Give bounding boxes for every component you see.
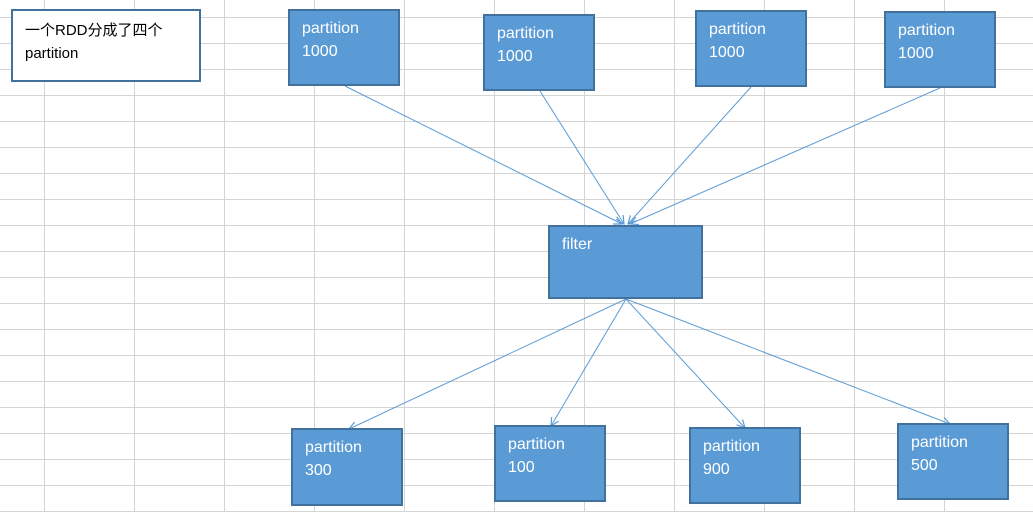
output-partition-4: partition 500: [897, 423, 1009, 500]
partition-count: 900: [703, 461, 730, 478]
partition-label: partition: [508, 436, 565, 453]
note-line-1: 一个RDD分成了四个: [25, 22, 163, 39]
output-partition-1: partition 300: [291, 428, 403, 506]
partition-label: partition: [302, 20, 359, 37]
arrow-input-3-to-filter: [628, 86, 752, 224]
partition-label: partition: [709, 21, 766, 38]
partition-count: 1000: [709, 44, 745, 61]
arrow-input-2-to-filter: [539, 90, 624, 224]
partition-label: partition: [898, 22, 955, 39]
filter-box: filter: [548, 225, 703, 299]
partition-label: partition: [703, 438, 760, 455]
input-partition-4: partition 1000: [884, 11, 996, 88]
arrow-input-1-to-filter: [344, 85, 622, 224]
arrow-filter-to-output-1: [349, 298, 627, 429]
partition-count: 300: [305, 462, 332, 479]
partition-count: 100: [508, 459, 535, 476]
note-text-box: 一个RDD分成了四个 partition: [11, 9, 201, 82]
note-line-2: partition: [25, 45, 79, 62]
arrow-filter-to-output-4: [625, 298, 950, 424]
input-partition-2: partition 1000: [483, 14, 595, 91]
input-partition-1: partition 1000: [288, 9, 400, 86]
output-partition-2: partition 100: [494, 425, 606, 502]
partition-label: partition: [911, 434, 968, 451]
partition-label: partition: [305, 439, 362, 456]
output-partition-3: partition 900: [689, 427, 801, 504]
arrow-input-4-to-filter: [630, 87, 941, 224]
partition-count: 500: [911, 457, 938, 474]
partition-count: 1000: [898, 45, 934, 62]
arrow-filter-to-output-2: [551, 298, 627, 426]
arrow-filter-to-output-3: [625, 298, 745, 428]
filter-label: filter: [562, 236, 593, 253]
partition-count: 1000: [497, 48, 533, 65]
partition-count: 1000: [302, 43, 338, 60]
input-partition-3: partition 1000: [695, 10, 807, 87]
partition-label: partition: [497, 25, 554, 42]
